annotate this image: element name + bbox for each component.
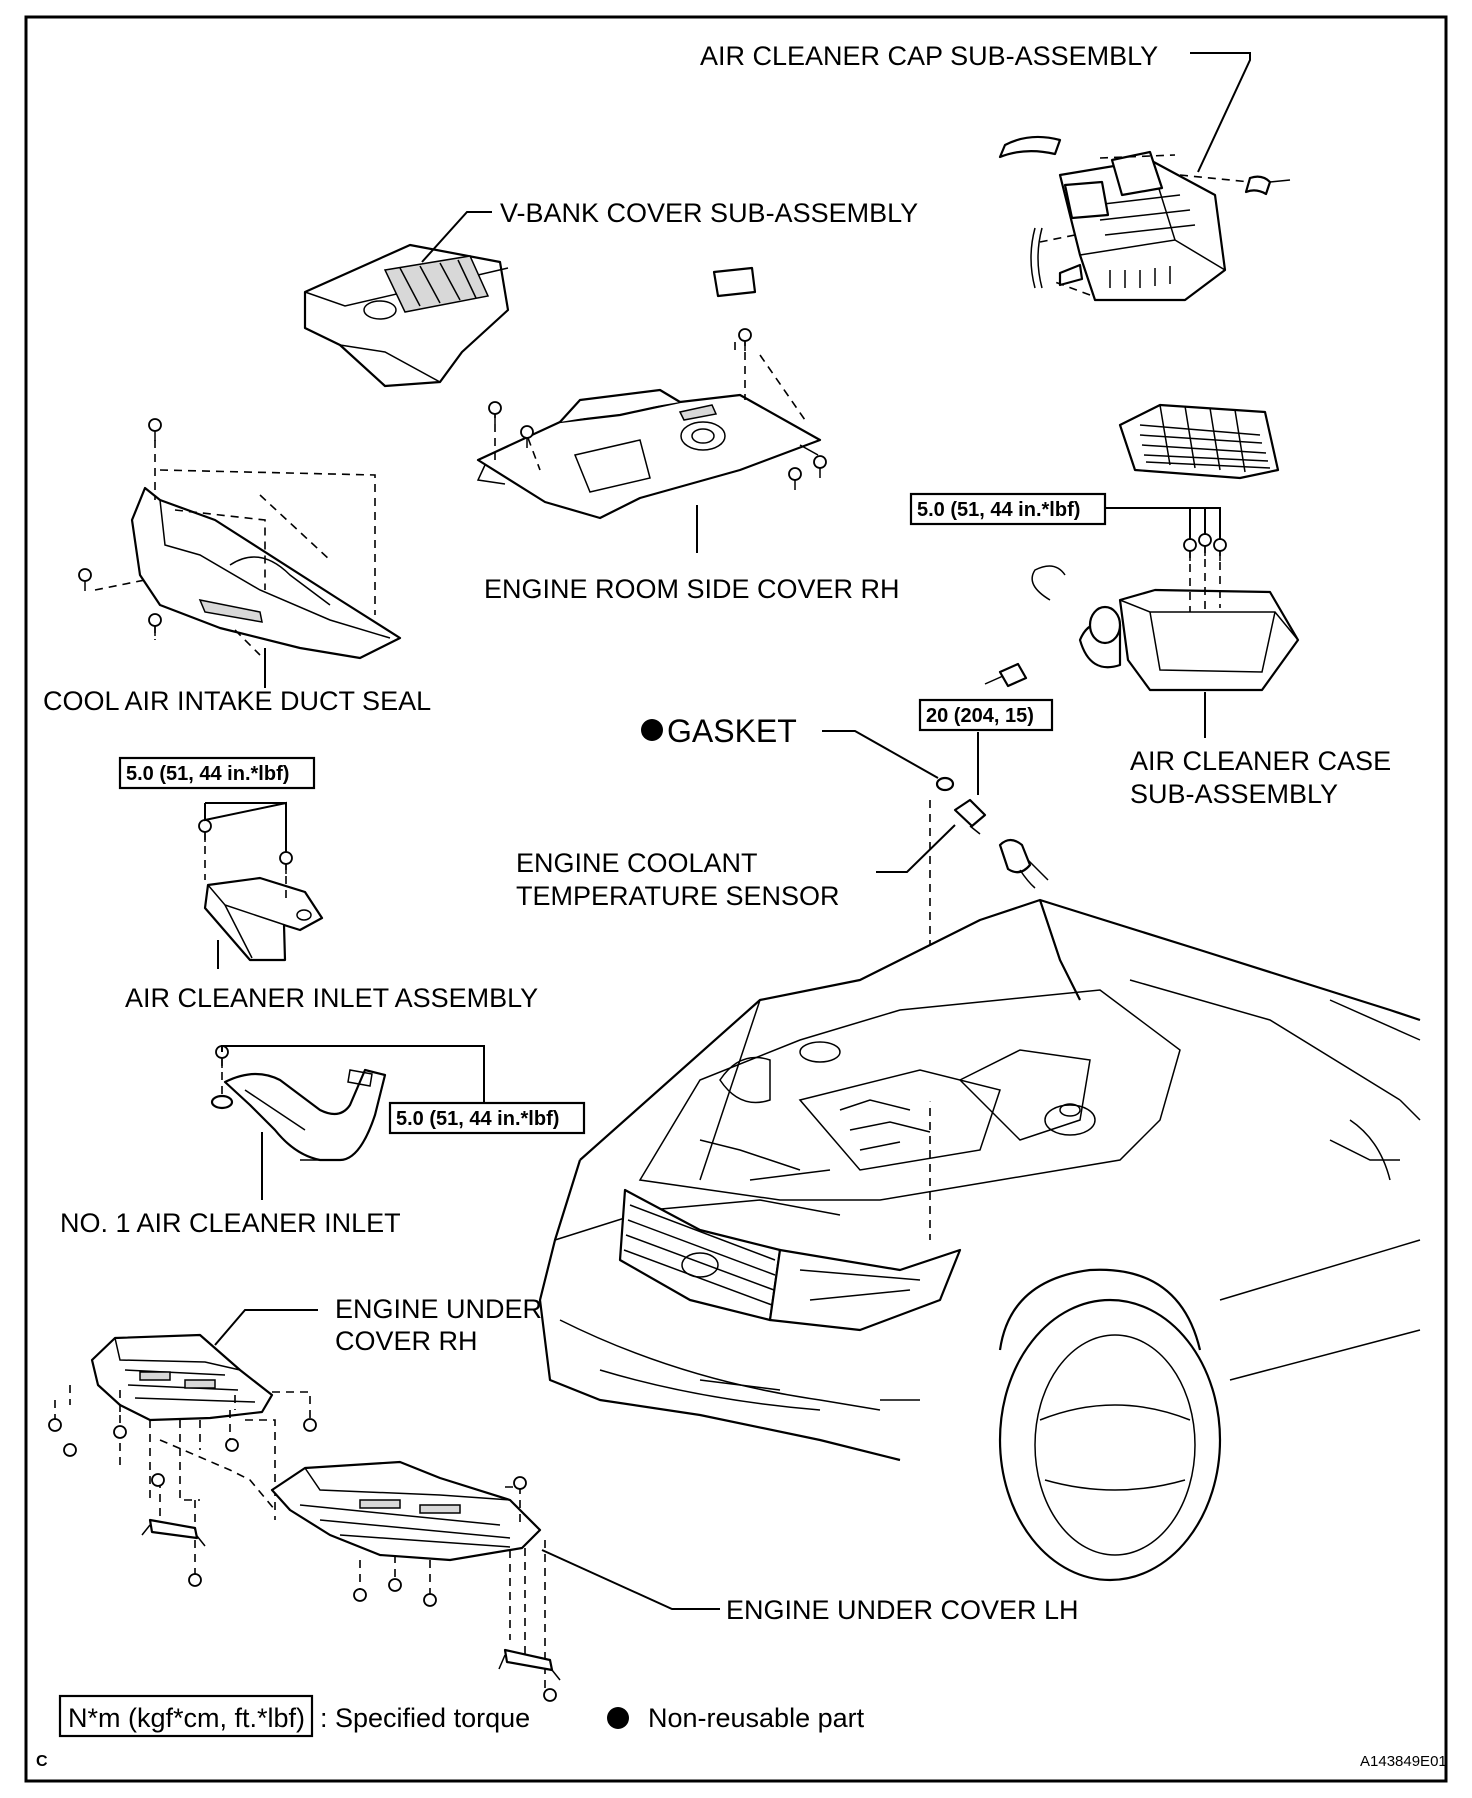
- bolt-icon: [388, 1578, 402, 1592]
- cool-air-intake-duct-seal-illustration: [94, 440, 402, 660]
- label-engine-under-cover-rh-2: COVER RH: [335, 1326, 478, 1356]
- bolt-icon: [151, 1473, 165, 1487]
- vehicle-front-illustration: [538, 898, 1421, 1582]
- label-air-cleaner-case-2: SUB-ASSEMBLY: [1130, 779, 1338, 809]
- legend-torque-unit: N*m (kgf*cm, ft.*lbf): [68, 1703, 305, 1733]
- filled-circle-icon: [607, 1707, 629, 1729]
- corner-letter: C: [36, 1753, 48, 1770]
- engine-room-side-cover-illustration: [476, 266, 822, 520]
- bolt-icon: [813, 455, 827, 478]
- air-cleaner-cap-illustration: [998, 135, 1291, 302]
- bolt-icon: [353, 1588, 367, 1602]
- torque-value: 5.0 (51, 44 in.*lbf): [917, 499, 1080, 521]
- figure-id: A143849E01: [1360, 1753, 1447, 1770]
- air-cleaner-case-illustration: [984, 545, 1300, 692]
- label-air-cleaner-case-1: AIR CLEANER CASE: [1130, 746, 1391, 776]
- engine-under-cover-rh-illustration: [54, 1333, 311, 1520]
- bolt-icon: [1183, 538, 1197, 561]
- torque-value: 5.0 (51, 44 in.*lbf): [126, 763, 289, 785]
- bolt-icon: [423, 1593, 437, 1607]
- torque-box-air-cleaner-case: 5.0 (51, 44 in.*lbf): [909, 492, 1107, 526]
- bolt-icon: [488, 401, 502, 424]
- bolt-icon: [303, 1418, 317, 1432]
- legend: N*m (kgf*cm, ft.*lbf) : Specified torque…: [58, 1694, 865, 1738]
- label-gasket: GASKET: [667, 713, 797, 749]
- label-air-cleaner-inlet-assembly: AIR CLEANER INLET ASSEMBLY: [125, 983, 538, 1013]
- legend-torque-desc: : Specified torque: [320, 1703, 530, 1733]
- torque-box-air-cleaner-inlet-assembly: 5.0 (51, 44 in.*lbf): [118, 756, 316, 790]
- no1-air-cleaner-inlet-illustration: [210, 1058, 387, 1162]
- bolt-icon: [788, 467, 802, 490]
- label-v-bank-cover: V-BANK COVER SUB-ASSEMBLY: [500, 198, 918, 228]
- bolt-icons: [48, 328, 1227, 1702]
- label-coolant-sensor-2: TEMPERATURE SENSOR: [516, 881, 840, 911]
- bolt-icon: [543, 1688, 557, 1702]
- torque-value: 5.0 (51, 44 in.*lbf): [396, 1108, 559, 1130]
- torque-value: 20 (204, 15): [926, 705, 1034, 727]
- bolt-icon: [198, 819, 212, 842]
- bolt-icon: [738, 328, 752, 351]
- diagram-frame: [24, 15, 1448, 1783]
- label-cool-air-intake-duct-seal: COOL AIR INTAKE DUCT SEAL: [43, 686, 431, 716]
- label-air-cleaner-cap: AIR CLEANER CAP SUB-ASSEMBLY: [700, 41, 1158, 71]
- bolt-icon: [48, 1418, 62, 1432]
- label-coolant-sensor-1: ENGINE COOLANT: [516, 848, 758, 878]
- bolt-icon: [1213, 538, 1227, 561]
- engine-coolant-temperature-sensor-illustration: [929, 776, 1049, 1240]
- bolt-icon: [148, 613, 162, 636]
- bolt-icon: [188, 1573, 202, 1587]
- leader-lines: [204, 52, 1251, 1610]
- label-engine-under-cover-rh-1: ENGINE UNDER: [335, 1294, 542, 1324]
- bolt-icon: [1198, 533, 1212, 556]
- air-cleaner-inlet-assembly-illustration: [203, 832, 324, 962]
- bolt-icon: [279, 851, 293, 874]
- label-engine-under-cover-lh: ENGINE UNDER COVER LH: [726, 1595, 1079, 1625]
- label-no1-air-cleaner-inlet: NO. 1 AIR CLEANER INLET: [60, 1208, 401, 1238]
- under-cover-brackets-illustration: [141, 1480, 561, 1681]
- air-cleaner-element-illustration: [1118, 403, 1280, 480]
- torque-box-no1-air-cleaner-inlet: 5.0 (51, 44 in.*lbf): [388, 1101, 586, 1135]
- torque-box-coolant-sensor: 20 (204, 15): [918, 698, 1054, 732]
- bolt-icon: [113, 1425, 127, 1439]
- legend-torque-unit-box: [58, 1694, 314, 1738]
- legend-nonreusable-desc: Non-reusable part: [648, 1703, 865, 1733]
- bolt-icon: [78, 568, 92, 591]
- engine-under-cover-lh-illustration: [270, 1460, 546, 1690]
- v-bank-cover-illustration: [303, 243, 510, 388]
- filled-circle-icon: [641, 719, 663, 741]
- bolt-icon: [148, 418, 162, 441]
- bolt-icon: [520, 425, 534, 448]
- label-engine-room-side-cover: ENGINE ROOM SIDE COVER RH: [484, 574, 900, 604]
- bolt-icon: [225, 1438, 239, 1452]
- bolt-icon: [513, 1476, 527, 1490]
- bolt-icon: [63, 1443, 77, 1457]
